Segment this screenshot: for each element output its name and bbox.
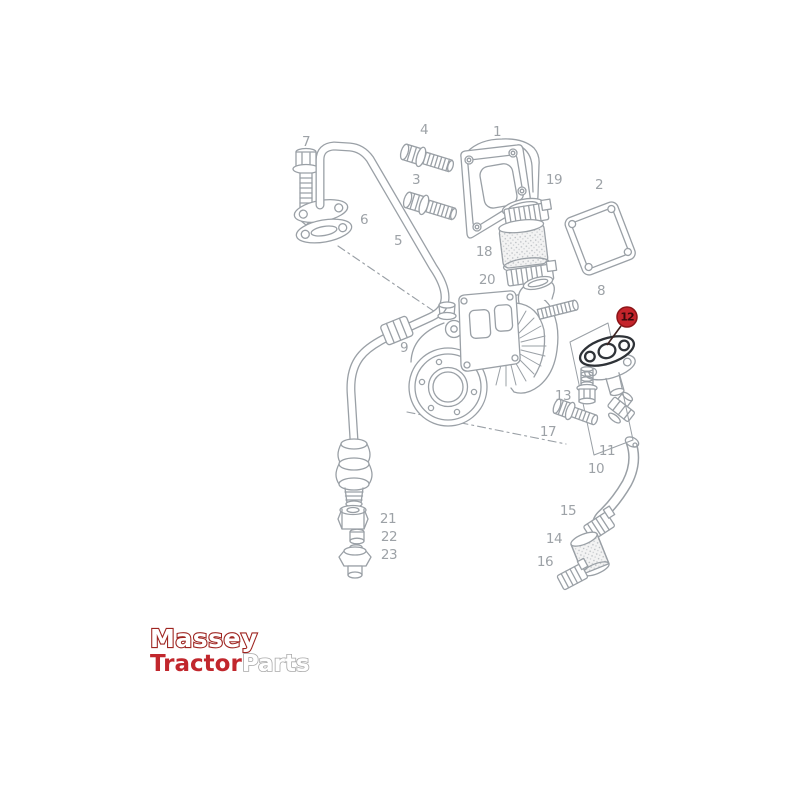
projection-lines (337, 245, 567, 445)
gasket-2 (564, 201, 636, 276)
part-leader-16 (552, 565, 563, 573)
part-leader-13 (570, 395, 578, 396)
stud-13 (576, 366, 598, 405)
part-label-22: 22 (381, 529, 397, 545)
part-label-1: 1 (493, 124, 501, 140)
part-leader-18 (491, 249, 502, 251)
brand-massey: Massey (150, 624, 258, 653)
brand-logo: Massey TractorParts (149, 623, 311, 678)
clamp-11 (607, 391, 635, 424)
part-label-8: 8 (597, 283, 605, 299)
brand-tractor: Tractor (150, 651, 242, 677)
highlighted-part-leader (606, 325, 622, 346)
part-label-21: 21 (380, 511, 396, 527)
clamp-16 (556, 557, 589, 591)
hose-18 (498, 218, 550, 273)
turbocharger-body (408, 275, 559, 427)
part-label-17: 17 (540, 424, 556, 440)
part-label-18: 18 (476, 244, 492, 260)
part-leader-15 (575, 514, 588, 523)
part-label-4: 4 (420, 122, 428, 138)
highlighted-part-number: 12 (620, 311, 634, 324)
svg-text:TractorParts: TractorParts (150, 651, 310, 677)
bolt-17 (552, 398, 599, 426)
part-label-23: 23 (381, 547, 397, 563)
stud-8 (536, 299, 579, 320)
hose-9-bellows-end (335, 438, 373, 508)
brand-parts: Parts (242, 651, 310, 677)
gasket-12-highlighted (578, 335, 636, 367)
banjo-fitting (437, 301, 464, 339)
part-leader-2 (591, 191, 597, 207)
bolt-4 (399, 143, 455, 173)
gasket-6 (295, 218, 353, 244)
part-label-2: 2 (595, 177, 603, 193)
part-label-5: 5 (394, 233, 402, 249)
union-fitting-23 (338, 544, 372, 579)
part-leader-20 (494, 277, 506, 279)
part-label-10: 10 (588, 461, 604, 477)
highlighted-part-badge-12[interactable]: 12 (616, 306, 638, 328)
part-label-9: 9 (400, 340, 408, 356)
part-label-7: 7 (302, 134, 310, 150)
part-leader-9 (411, 334, 437, 346)
part-label-16: 16 (537, 554, 553, 570)
bolt-3 (402, 191, 458, 221)
part-leader-10 (603, 473, 616, 481)
part-label-6: 6 (360, 212, 368, 228)
washer-22 (349, 528, 365, 545)
part-label-15: 15 (560, 503, 576, 519)
part-leader-8 (578, 295, 595, 307)
part-label-13: 13 (555, 388, 571, 404)
oil-drain-hose-9 (346, 315, 414, 445)
part-label-20: 20 (479, 272, 495, 288)
exhaust-inlet-elbow-1 (460, 138, 545, 239)
oil-feed-pipe-5 (315, 141, 450, 339)
part-label-11: 11 (599, 443, 615, 459)
part-label-14: 14 (546, 531, 562, 547)
nut-21 (337, 504, 369, 530)
part-label-19: 19 (546, 172, 562, 188)
part-label-3: 3 (412, 172, 420, 188)
